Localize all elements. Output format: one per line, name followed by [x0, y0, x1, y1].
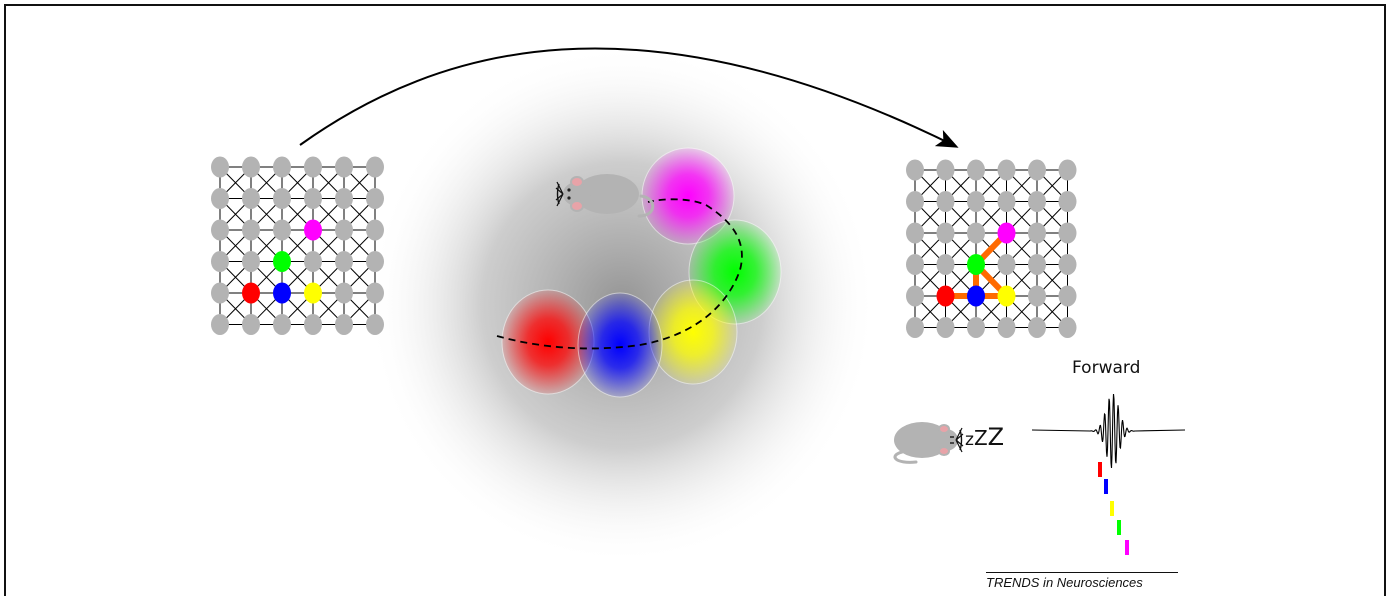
- replay-raster: [1098, 462, 1129, 555]
- raster-tick-magenta: [1125, 540, 1129, 555]
- neuron-node: [997, 191, 1016, 212]
- neuron-node: [335, 219, 353, 241]
- neuron-node: [906, 222, 924, 244]
- green-cell: [967, 254, 985, 275]
- neuron-node: [1058, 254, 1077, 275]
- neuron-node: [906, 317, 924, 338]
- neuron-node: [906, 159, 924, 181]
- neuron-node: [1028, 222, 1046, 244]
- neuron-node: [997, 159, 1016, 181]
- neuron-node: [366, 219, 384, 241]
- neuron-node: [304, 251, 322, 272]
- neuron-node: [366, 188, 384, 209]
- red-cell: [242, 282, 260, 304]
- neuron-node: [906, 285, 924, 307]
- neuron-node: [967, 317, 985, 338]
- yellow-cell: [304, 282, 322, 304]
- neuron-node: [242, 156, 260, 178]
- neuron-node: [936, 222, 955, 244]
- place-fields: [501, 147, 782, 398]
- neuron-node: [997, 254, 1016, 275]
- raster-tick-red: [1098, 462, 1102, 477]
- neuron-node: [967, 191, 985, 212]
- figure-caption: TRENDS in Neurosciences: [986, 572, 1178, 590]
- neuron-node: [211, 251, 229, 272]
- neuron-node: [335, 188, 353, 209]
- neuron-node: [1028, 159, 1046, 181]
- blue-cell: [967, 285, 985, 307]
- neuron-node: [1028, 317, 1046, 338]
- neuron-node: [304, 156, 322, 178]
- neuron-node: [211, 156, 229, 178]
- neuron-node: [273, 314, 291, 335]
- place-field-yellow: [648, 279, 738, 385]
- yellow-cell: [997, 285, 1016, 307]
- forward-label: Forward: [1072, 358, 1140, 378]
- neuron-node: [936, 191, 955, 212]
- neuron-node: [335, 156, 353, 178]
- neuron-node: [366, 251, 384, 272]
- lfp-ripple-icon: [1031, 393, 1186, 469]
- red-cell: [936, 285, 955, 307]
- green-cell: [273, 251, 291, 272]
- neuron-node: [211, 282, 229, 304]
- neuron-node: [211, 314, 229, 335]
- network-after: [906, 159, 1077, 338]
- raster-tick-green: [1117, 520, 1121, 535]
- neuron-node: [936, 317, 955, 338]
- neuron-node: [366, 314, 384, 335]
- neuron-node: [273, 188, 291, 209]
- magenta-cell: [997, 222, 1016, 244]
- neuron-node: [273, 156, 291, 178]
- magenta-cell: [304, 219, 322, 241]
- neuron-node: [242, 188, 260, 209]
- neuron-node: [304, 314, 322, 335]
- neuron-node: [242, 219, 260, 241]
- neuron-node: [335, 282, 353, 304]
- network-connections: [219, 166, 376, 325]
- neuron-node: [366, 156, 384, 178]
- neuron-node: [242, 251, 260, 272]
- neuron-node: [242, 314, 260, 335]
- neuron-node: [335, 314, 353, 335]
- neuron-node: [1028, 254, 1046, 275]
- raster-tick-blue: [1104, 479, 1108, 494]
- neuron-node: [273, 219, 291, 241]
- neuron-node: [997, 317, 1016, 338]
- neuron-node: [1058, 191, 1077, 212]
- neuron-node: [906, 254, 924, 275]
- neuron-node: [366, 282, 384, 304]
- sleep-label: zZZ: [965, 423, 1004, 451]
- neuron-node: [211, 188, 229, 209]
- neuron-node: [967, 159, 985, 181]
- place-field-blue: [577, 292, 663, 398]
- neuron-node: [936, 159, 955, 181]
- neuron-node: [1058, 285, 1077, 307]
- neuron-node: [1058, 222, 1077, 244]
- neuron-node: [304, 188, 322, 209]
- network-before: [211, 156, 384, 335]
- forward-arrow-icon: [299, 47, 959, 148]
- neuron-node: [1028, 191, 1046, 212]
- neuron-node: [906, 191, 924, 212]
- raster-tick-yellow: [1110, 501, 1114, 516]
- neuron-node: [967, 222, 985, 244]
- mouse-sleeping-icon: [893, 422, 964, 464]
- mouse-awake-icon: [555, 174, 655, 218]
- neuron-node: [936, 254, 955, 275]
- neuron-node: [1058, 159, 1077, 181]
- blue-cell: [273, 282, 291, 304]
- neuron-node: [335, 251, 353, 272]
- neuron-node: [1028, 285, 1046, 307]
- neuron-node: [211, 219, 229, 241]
- neuron-node: [1058, 317, 1077, 338]
